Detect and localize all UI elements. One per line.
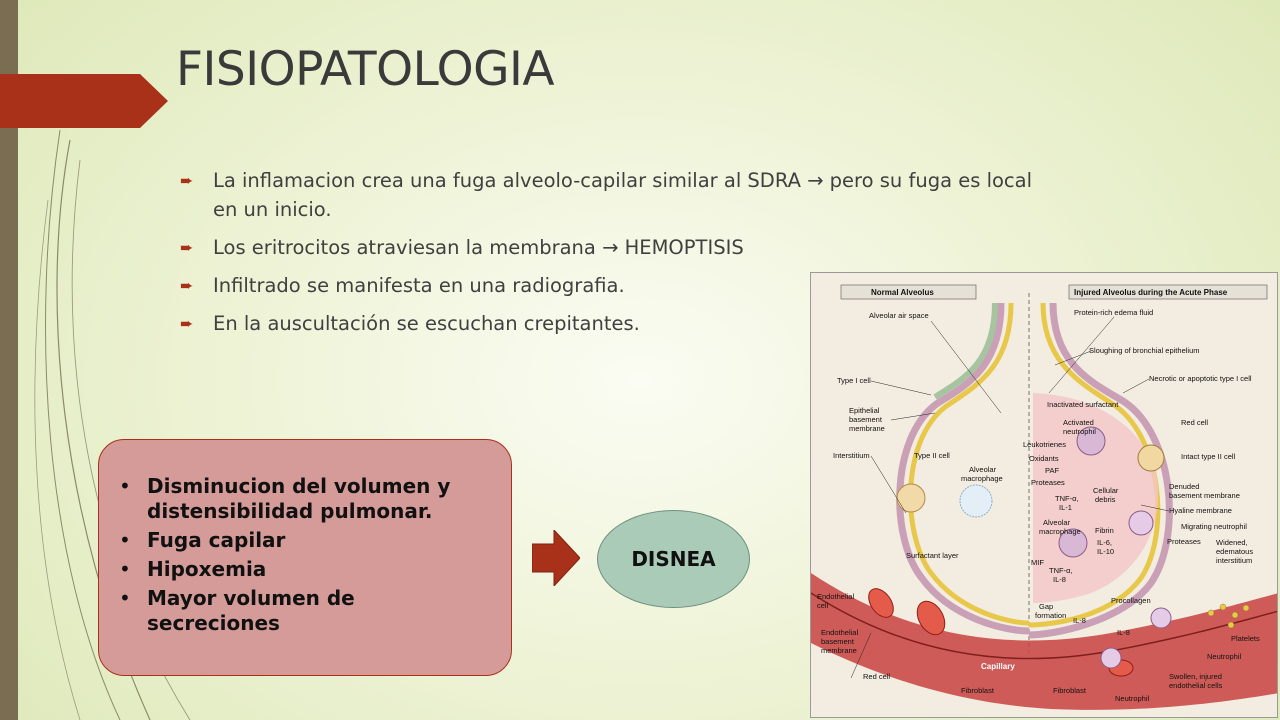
fig-label: basement: [821, 637, 855, 646]
left-accent-bar: [0, 0, 18, 720]
arrow-bullet-icon: ➨: [180, 276, 194, 295]
fig-label: MIF: [1031, 558, 1044, 567]
fig-label: Surfactant layer: [906, 551, 959, 560]
fig-label: Procollagen: [1111, 596, 1151, 605]
fig-label: Necrotic or apoptotic type I cell: [1149, 374, 1252, 383]
fig-label: Red cell: [863, 672, 890, 681]
fig-label: debris: [1095, 495, 1116, 504]
bullet-item: ➨ En la auscultación se escuchan crepita…: [180, 309, 1060, 338]
fig-left-header: Normal Alveolus: [871, 288, 934, 297]
fig-label: macrophage: [961, 474, 1003, 483]
symptom-list: Disminucion del volumen y distensibilida…: [99, 440, 511, 636]
fig-label: macrophage: [1039, 527, 1081, 536]
fig-label: Platelets: [1231, 634, 1260, 643]
fig-label: Endothelial: [817, 592, 854, 601]
fig-label: Neutrophil: [1207, 652, 1242, 661]
bullet-item: ➨ Los eritrocitos atraviesan la membrana…: [180, 233, 1060, 262]
fig-label: Inactivated surfactant: [1047, 400, 1119, 409]
fig-label: Epithelial: [849, 406, 880, 415]
bullet-item: ➨ La inflamacion crea una fuga alveolo-c…: [180, 166, 1060, 224]
fig-label: IL-10: [1097, 547, 1114, 556]
fig-label: IL-8: [1073, 616, 1086, 625]
fig-label: Activated: [1063, 418, 1094, 427]
page-title: FISIOPATOLOGIA: [176, 42, 555, 97]
fig-right-header: Injured Alveolus during the Acute Phase: [1074, 288, 1228, 297]
fig-label: Leukotrienes: [1023, 440, 1066, 449]
fig-label: basement: [849, 415, 883, 424]
fig-label: Fibroblast: [1053, 686, 1087, 695]
fig-label: Endothelial: [821, 628, 858, 637]
fig-label: Alveolar: [969, 465, 997, 474]
inline-arrow: →: [602, 236, 619, 259]
fig-label: Migrating neutrophil: [1181, 522, 1247, 531]
fig-label: IL-6,: [1097, 538, 1112, 547]
fig-label: Sloughing of bronchial epithelium: [1089, 346, 1200, 355]
bullet-text: La inflamacion crea una fuga alveolo-cap…: [213, 169, 808, 192]
fig-label: membrane: [849, 424, 885, 433]
fig-label: membrane: [821, 646, 857, 655]
fig-label: neutrophil: [1063, 427, 1096, 436]
fig-label: Fibroblast: [961, 686, 995, 695]
fig-label: Red cell: [1181, 418, 1208, 427]
fig-label: Widened,: [1216, 538, 1248, 547]
fig-label: interstitium: [1216, 556, 1252, 565]
fig-label: Gap: [1039, 602, 1053, 611]
fig-label: endothelial cells: [1169, 681, 1223, 690]
fig-label: Oxidants: [1029, 454, 1059, 463]
fig-label: Cellular: [1093, 486, 1119, 495]
fig-label: cell: [817, 601, 829, 610]
fig-label: Denuded: [1169, 482, 1199, 491]
symptom-item: Mayor volumen de secreciones: [119, 586, 491, 636]
fig-label: Alveolar air space: [869, 311, 929, 320]
bullet-text: Los eritrocitos atraviesan la membrana: [213, 236, 603, 259]
fig-label: Capillary: [981, 662, 1015, 671]
fig-label: Type II cell: [914, 451, 950, 460]
bullet-text-after: HEMOPTISIS: [618, 236, 744, 259]
fig-label: Interstitium: [833, 451, 870, 460]
fig-label: IL-8: [1117, 628, 1130, 637]
fig-label: Fibrin: [1095, 526, 1114, 535]
symptom-item: Disminucion del volumen y distensibilida…: [119, 474, 491, 524]
fig-label: Proteases: [1167, 537, 1201, 546]
arrow-bullet-icon: ➨: [180, 238, 194, 257]
symptom-item: Hipoxemia: [119, 557, 491, 582]
symptom-item: Fuga capilar: [119, 528, 491, 553]
fig-label: edematous: [1216, 547, 1253, 556]
bullet-item: ➨ Infiltrado se manifesta en una radiogr…: [180, 271, 1060, 300]
symptoms-box: Disminucion del volumen y distensibilida…: [98, 439, 512, 676]
fig-label: Neutrophil: [1115, 694, 1150, 703]
fig-label: PAF: [1045, 466, 1059, 475]
fig-label: Hyaline membrane: [1169, 506, 1232, 515]
fig-label: Swollen, injured: [1169, 672, 1222, 681]
right-arrow-icon: [532, 530, 580, 586]
fig-label: IL-8: [1053, 575, 1066, 584]
arrow-bullet-icon: ➨: [180, 314, 194, 333]
title-accent-tab: [0, 74, 168, 128]
bullet-text: En la auscultación se escuchan crepitant…: [213, 312, 640, 335]
inline-arrow: →: [807, 169, 824, 192]
fig-label: Type I cell: [837, 376, 871, 385]
fig-label: Protein-rich edema fluid: [1074, 308, 1153, 317]
fig-label: Proteases: [1031, 478, 1065, 487]
fig-label: Alveolar: [1043, 518, 1071, 527]
alveolus-illustration: Normal Alveolus Injured Alveolus during …: [810, 272, 1278, 718]
fig-label: basement membrane: [1169, 491, 1240, 500]
fig-label: TNF-α,: [1049, 566, 1073, 575]
fig-label: TNF-α,: [1055, 494, 1079, 503]
bullet-text: Infiltrado se manifesta en una radiograf…: [213, 274, 625, 297]
fig-label: IL-1: [1059, 503, 1072, 512]
arrow-bullet-icon: ➨: [180, 171, 194, 190]
fig-label: Intact type II cell: [1181, 452, 1236, 461]
result-ellipse: DISNEA: [597, 510, 750, 608]
fig-label: formation: [1035, 611, 1066, 620]
bullet-list: ➨ La inflamacion crea una fuga alveolo-c…: [180, 166, 1060, 347]
result-label: DISNEA: [631, 547, 716, 571]
bullet-text-after: pero su fuga es local en un inicio.: [213, 169, 1033, 221]
